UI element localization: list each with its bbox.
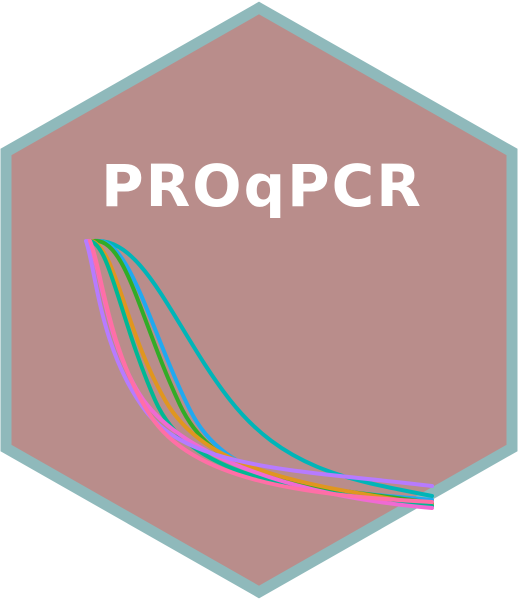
amplification-curve	[90, 239, 434, 507]
amplification-curve	[93, 238, 434, 498]
amplification-curve	[88, 239, 434, 504]
amplification-curves	[84, 238, 434, 510]
logo-title: PROqPCR	[101, 152, 423, 220]
